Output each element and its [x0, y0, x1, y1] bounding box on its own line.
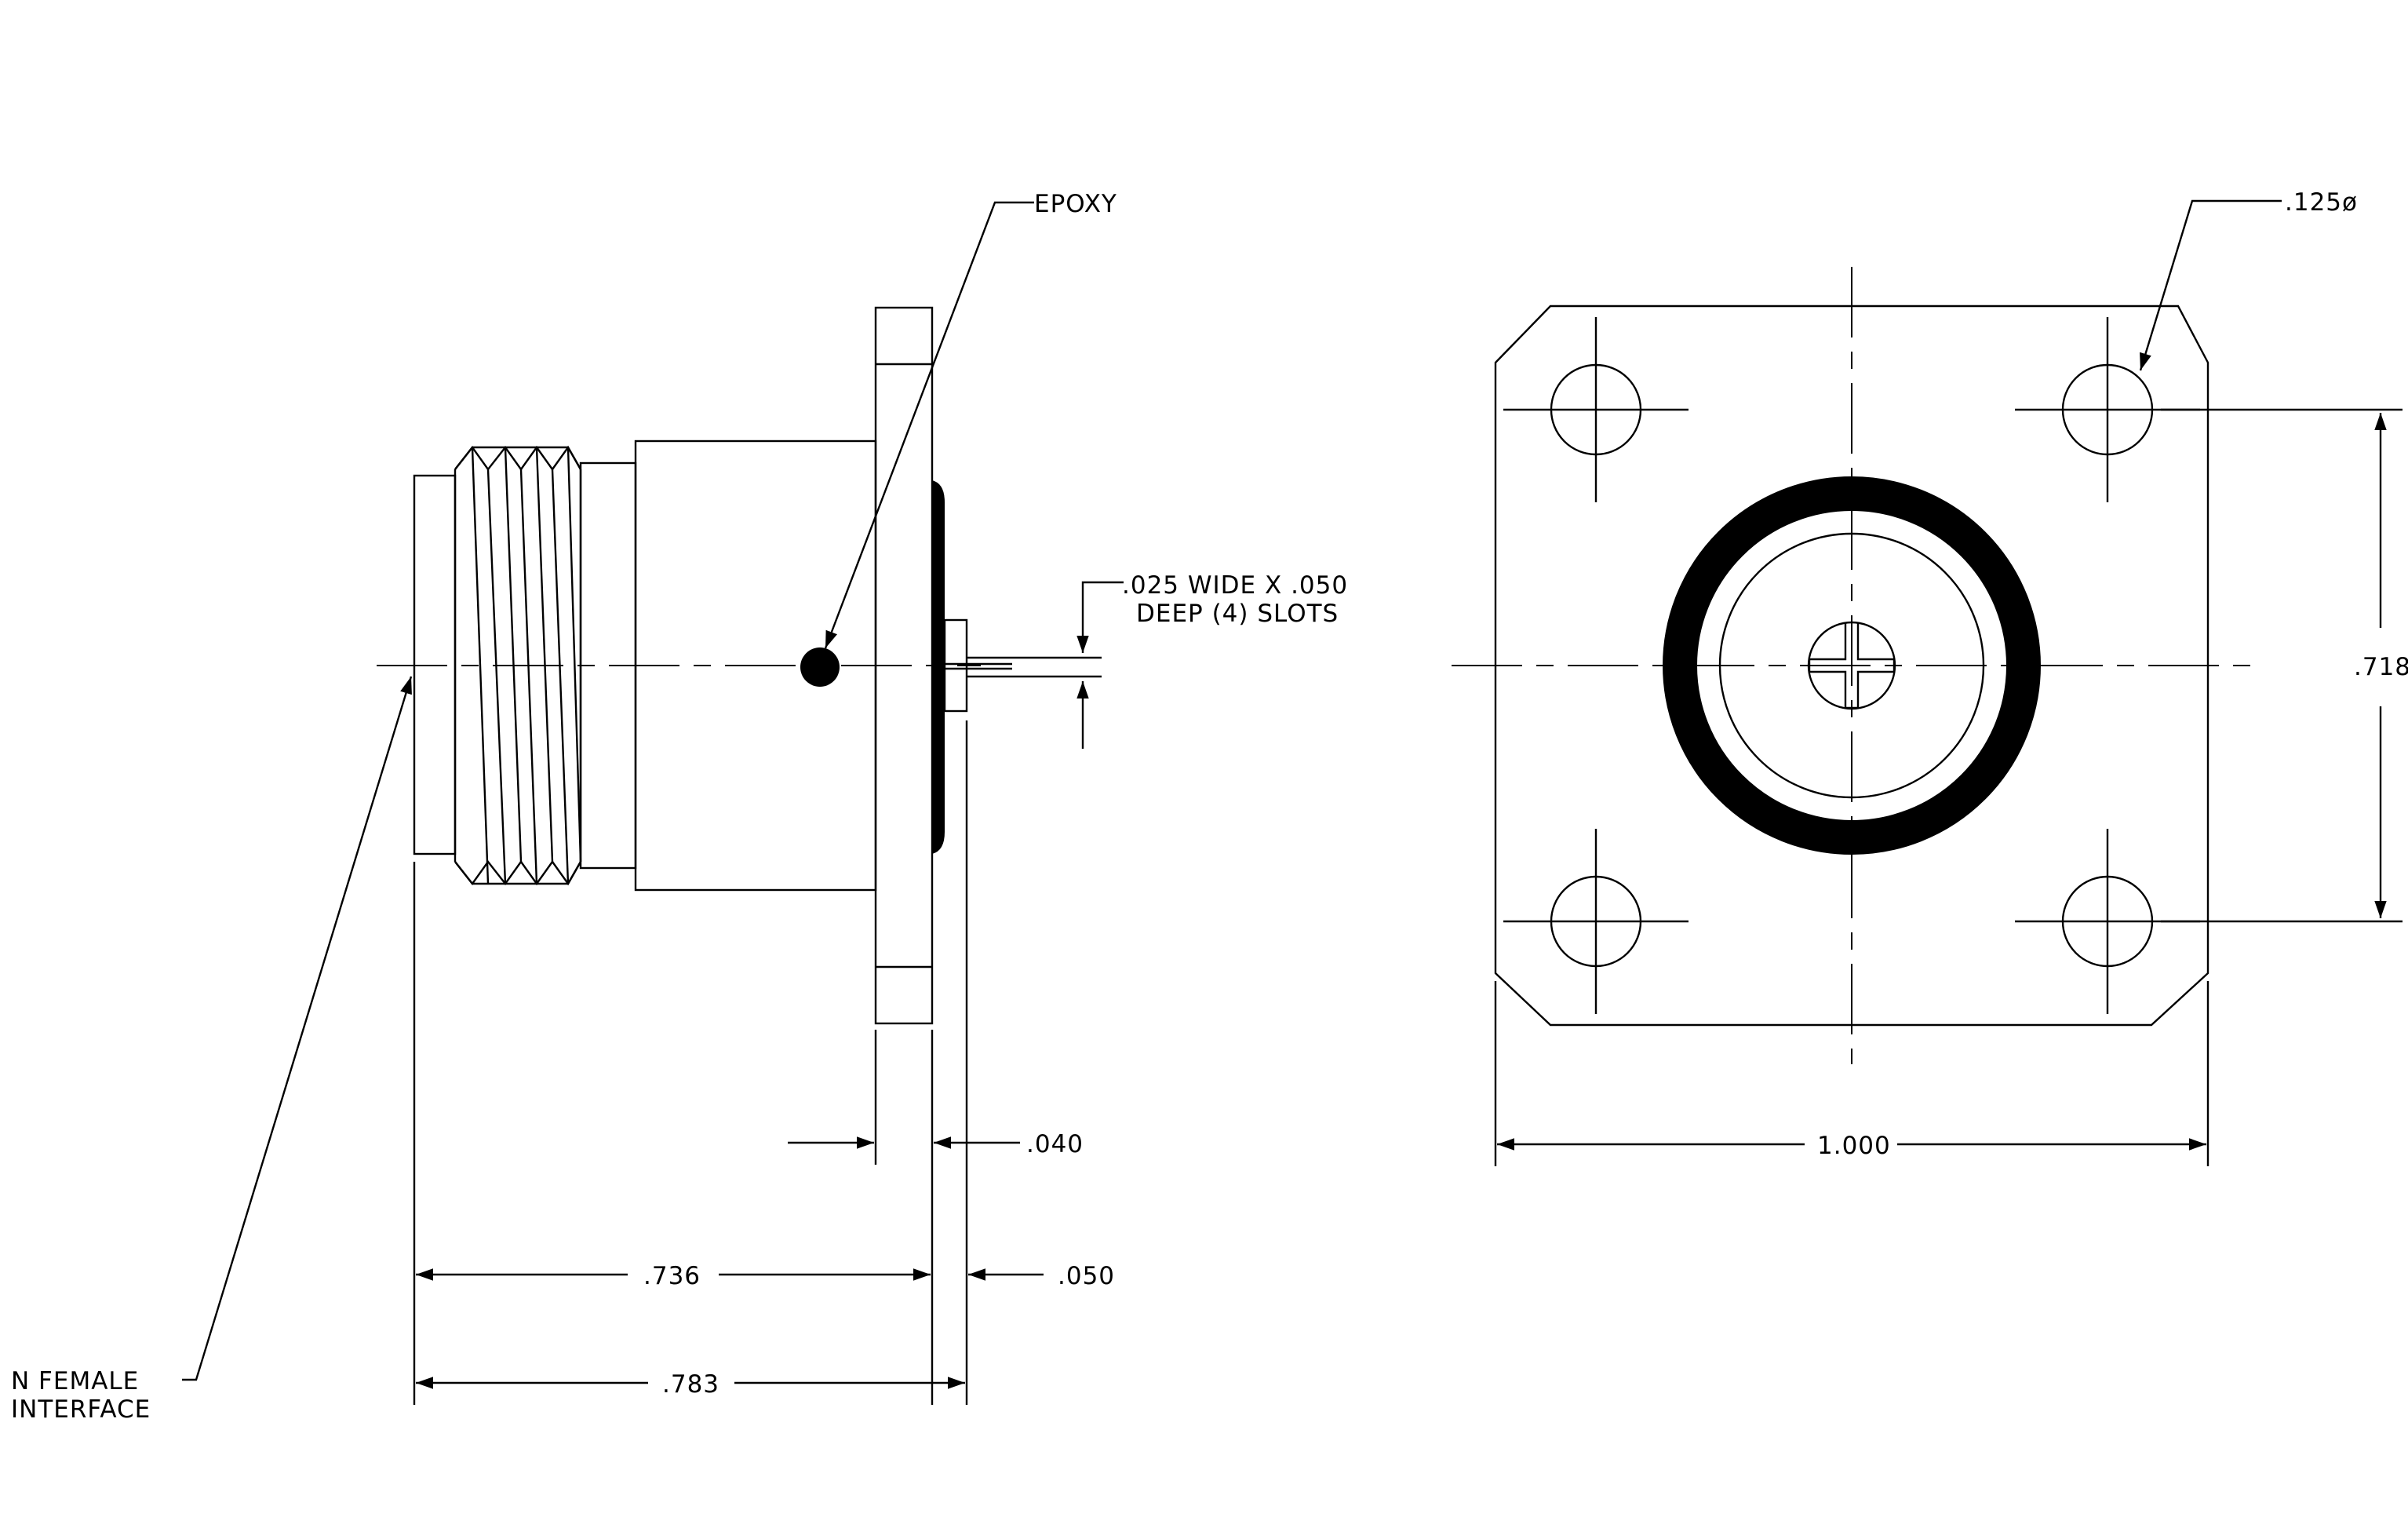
dim-hole-spacing: .718 [2354, 653, 2408, 681]
n-female-leader [182, 676, 413, 1381]
dim-slot-depth: .050 [1058, 1262, 1115, 1290]
epoxy-dot [800, 647, 840, 687]
dim-overall-length: .783 [662, 1370, 719, 1399]
dim-flange-thickness: .040 [1026, 1130, 1084, 1158]
mounting-hole-bl [1503, 829, 1689, 1014]
slots-label-line2: DEEP (4) SLOTS [1136, 600, 1339, 628]
front-dimensions: .125ø 1.000 .718 [1494, 188, 2408, 1166]
side-dimensions: EPOXY .025 WIDE X .050 DEEP (4) SLOTS N … [11, 190, 1348, 1424]
thread-section [454, 445, 582, 886]
dielectric-circle [1718, 532, 1985, 799]
hole-dia-label: .125ø [2285, 188, 2358, 217]
hole-dia-leader [2139, 199, 2282, 371]
dim-flange-width: 1.000 [1817, 1132, 1891, 1160]
front-view [1452, 267, 2252, 1064]
dim-body-length: .736 [643, 1262, 701, 1290]
n-female-label-line2: INTERFACE [11, 1395, 151, 1424]
mounting-hole-tl [1503, 317, 1689, 502]
pin-tip [943, 618, 968, 713]
n-female-label-line1: N FEMALE [11, 1367, 139, 1395]
slots-label-line1: .025 WIDE X .050 [1122, 571, 1348, 600]
epoxy-strip [932, 480, 945, 854]
epoxy-leader [824, 201, 1034, 649]
side-view [377, 306, 1102, 1025]
epoxy-ring [1663, 476, 2041, 855]
epoxy-label: EPOXY [1034, 190, 1117, 218]
flange-front [1494, 305, 2209, 1027]
pin-slot-cross [1808, 623, 1896, 709]
